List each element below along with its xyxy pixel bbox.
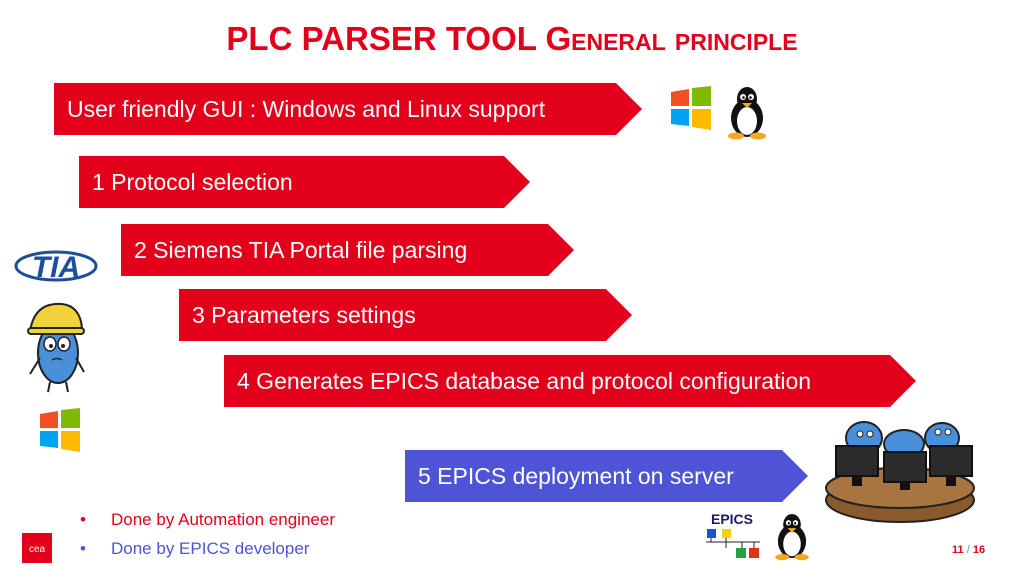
svg-text:cea: cea bbox=[29, 544, 46, 555]
windows-icon bbox=[671, 86, 711, 130]
arrow-step-4: 4 Generates EPICS database and protocol … bbox=[224, 355, 916, 407]
arrow-label: 1 Protocol selection bbox=[92, 168, 293, 195]
title-main: PLC PARSER TOOL bbox=[226, 20, 537, 57]
arrow-step-1: 1 Protocol selection bbox=[79, 156, 530, 208]
svg-text:EPICS: EPICS bbox=[711, 511, 753, 527]
arrow-label: User friendly GUI : Windows and Linux su… bbox=[67, 95, 546, 122]
page-title: PLC PARSER TOOL General principle bbox=[0, 20, 1024, 58]
page-total: 16 bbox=[972, 544, 986, 556]
svg-text:TIA: TIA bbox=[32, 251, 80, 284]
arrow-label: 5 EPICS deployment on server bbox=[418, 462, 734, 489]
arrow-step-5: 5 EPICS deployment on server bbox=[405, 450, 808, 502]
tia-portal-logo: TIA bbox=[14, 250, 98, 284]
legend-text: Done by Automation engineer bbox=[111, 510, 335, 529]
arrow-label: 4 Generates EPICS database and protocol … bbox=[237, 367, 812, 394]
windows-icon-small bbox=[40, 408, 80, 452]
legend-text: Done by EPICS developer bbox=[111, 539, 310, 558]
arrow-step-3: 3 Parameters settings bbox=[179, 289, 632, 341]
title-sub: General principle bbox=[545, 20, 798, 57]
linux-penguin-icon-small bbox=[775, 514, 809, 561]
epics-developers-icon bbox=[825, 421, 975, 523]
arrow-step-2: 2 Siemens TIA Portal file parsing bbox=[121, 224, 574, 276]
legend-item-epics: Done by EPICS developer bbox=[80, 534, 335, 563]
legend: Done by Automation engineer Done by EPIC… bbox=[80, 505, 335, 563]
page-number: 11 / 16 bbox=[952, 544, 985, 556]
arrow-label: 3 Parameters settings bbox=[192, 301, 416, 328]
arrow-gui-support: User friendly GUI : Windows and Linux su… bbox=[54, 83, 642, 135]
legend-item-automation: Done by Automation engineer bbox=[80, 505, 335, 534]
linux-penguin-icon bbox=[728, 87, 766, 140]
cea-logo: cea bbox=[22, 533, 52, 563]
arrow-label: 2 Siemens TIA Portal file parsing bbox=[134, 236, 468, 263]
page-current: 11 bbox=[952, 544, 964, 556]
epics-logo: EPICS bbox=[706, 511, 760, 558]
page-separator: / bbox=[966, 544, 970, 556]
engineer-character-icon bbox=[27, 302, 85, 393]
